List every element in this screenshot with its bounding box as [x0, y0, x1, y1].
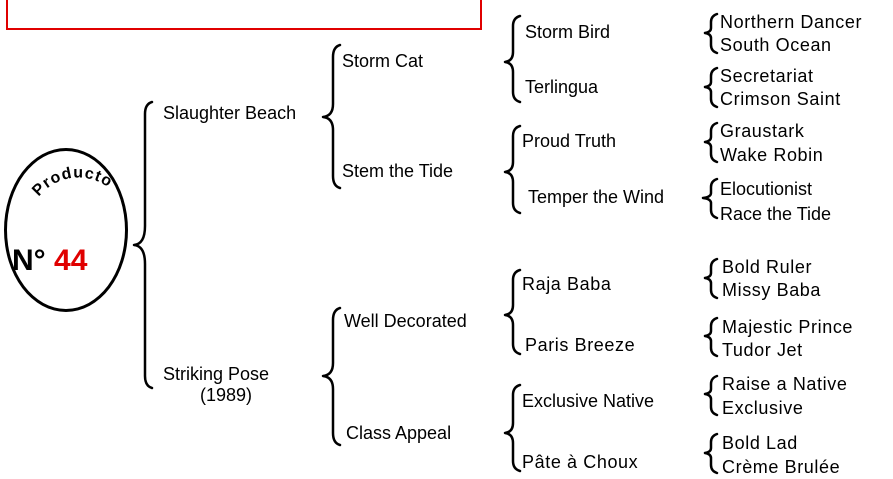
dss-sire-name: Bold Ruler [722, 257, 813, 277]
bracket-striking-pose [321, 306, 342, 447]
dd-sire-name: Exclusive Native [522, 391, 655, 411]
sss-sire-name: Northern Dancer [720, 12, 863, 32]
dsd-sire-name: Majestic Prince [722, 317, 854, 337]
sds-dam-name: Wake Robin [720, 145, 824, 165]
dsd-dam-name: Tudor Jet [722, 340, 803, 360]
bracket-proud-truth [703, 121, 719, 164]
bracket-storm-cat [503, 14, 522, 104]
sdd-sire-name: Elocutionist [720, 179, 813, 199]
ss-dam-name: Terlingua [525, 77, 599, 97]
bracket-root [132, 100, 154, 390]
dds-sire-name: Raise a Native [722, 374, 848, 394]
bracket-raja-baba [703, 257, 719, 300]
product-badge [4, 148, 128, 312]
product-badge-number-prefix: N° [12, 244, 46, 277]
bracket-terlingua [703, 66, 719, 109]
dam-name: Striking Pose [163, 364, 270, 384]
dd-dam-name: Pâte à Choux [522, 452, 639, 472]
ddd-dam-name: Crème Brulée [722, 457, 841, 477]
svg-text:Producto: Producto [29, 164, 115, 199]
bracket-temper-the-wind [701, 177, 719, 220]
product-badge-label: Producto [29, 164, 114, 199]
bracket-storm-bird [703, 12, 719, 55]
bracket-slaughter-beach [321, 43, 342, 190]
sd-dam-name: Temper the Wind [528, 187, 665, 207]
ddd-sire-name: Bold Lad [722, 433, 798, 453]
bracket-pate-a-choux [703, 432, 719, 475]
bracket-stem-the-tide [503, 124, 522, 215]
dds-dam-name: Exclusive [722, 398, 804, 418]
product-badge-brand: Producto [29, 164, 115, 199]
dam-sire-name: Well Decorated [344, 311, 467, 331]
product-badge-number-value: 44 [54, 244, 88, 277]
bracket-well-decorated [503, 268, 522, 356]
ss-sire-name: Storm Bird [525, 22, 611, 42]
dam-dam-name: Class Appeal [346, 423, 452, 443]
sds-sire-name: Graustark [720, 121, 805, 141]
title-frame [6, 0, 482, 30]
ds-sire-name: Raja Baba [522, 274, 612, 294]
dss-dam-name: Missy Baba [722, 280, 822, 300]
bracket-paris-breeze [703, 316, 719, 358]
bracket-class-appeal [503, 383, 522, 473]
sire-sire-name: Storm Cat [342, 51, 424, 71]
dam-year: (1989) [200, 385, 253, 405]
sire-dam-name: Stem the Tide [342, 161, 454, 181]
sd-sire-name: Proud Truth [522, 131, 617, 151]
bracket-exclusive-native [703, 374, 719, 417]
ssd-dam-name: Crimson Saint [720, 89, 841, 109]
ssd-sire-name: Secretariat [720, 66, 814, 86]
sss-dam-name: South Ocean [720, 35, 832, 55]
sdd-dam-name: Race the Tide [720, 204, 832, 224]
ds-dam-name: Paris Breeze [525, 335, 636, 355]
product-badge-number: N° 44 [12, 245, 87, 277]
sire-name: Slaughter Beach [163, 103, 297, 123]
